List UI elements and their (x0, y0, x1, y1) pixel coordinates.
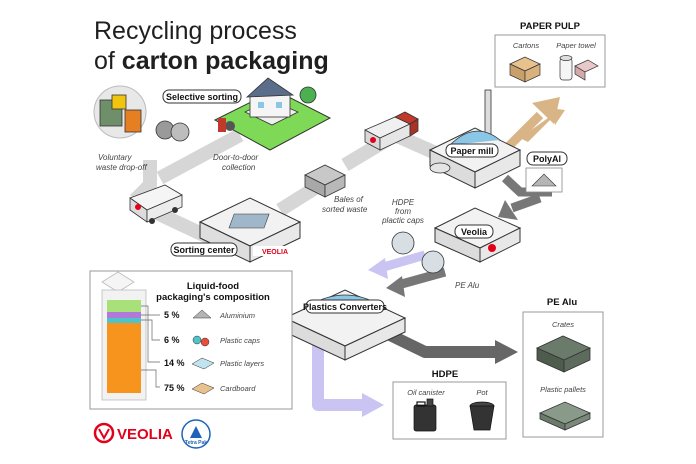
leader-plastic-layers (141, 305, 160, 363)
pe-alu-bag-icon (421, 250, 445, 274)
veolia-plant-box (454, 224, 494, 239)
door-to-door-label: Door-to-door (213, 153, 259, 162)
arrow-hdpe-to-converters-head (368, 258, 388, 279)
arrow-converters-to-pealu (387, 329, 498, 358)
composition-title-2: packaging's composition (156, 292, 270, 303)
arrow-pealu-to-converters (396, 267, 447, 290)
pallet-icon (539, 401, 591, 431)
tetra-pak-logo: Tetra Pak (181, 419, 211, 449)
veolia-plant-label: Veolia (461, 227, 488, 237)
hdpe-caps-label-1: HDPE (392, 198, 415, 207)
hdpe-bag-icon (391, 231, 415, 255)
title-line-2-prefix: of (94, 47, 122, 75)
voluntary-drop-off-label-2: waste drop-off (96, 163, 147, 172)
pe-alu-arrow-label: PE Alu (455, 281, 480, 290)
hdpe-item-pot: Pot (476, 388, 488, 397)
voluntary-drop-off-label: Voluntary (98, 153, 133, 162)
bales-label: Bales of (334, 195, 364, 204)
selective-sorting-box (162, 89, 242, 104)
veolia-logo: VEOLIA (93, 422, 173, 444)
arrow-converters-to-hdpe-head (362, 393, 384, 417)
title-line-2-bold: carton packaging (122, 47, 329, 75)
hdpe-caps-label-2: from (395, 207, 411, 216)
hdpe-item-oil-canister: Oil canister (407, 388, 445, 397)
arrow-pealu-to-converters-head (386, 276, 405, 297)
paper-pulp-title: PAPER PULP (520, 21, 581, 32)
crate-icon (536, 335, 591, 373)
plastics-converters-label: Plastics Converters (303, 302, 387, 312)
label-plastic-caps: Plastic caps (220, 336, 260, 345)
sorting-center-veolia-sign: VEOLIA (262, 249, 288, 256)
selective-sorting-label: Selective sorting (166, 92, 238, 102)
label-plastic-layers: Plastic layers (220, 359, 264, 368)
sorting-center-label: Sorting center (173, 245, 235, 255)
voluntary-drop-off-illustration (93, 85, 190, 142)
layer-aluminium (107, 312, 141, 318)
bales-label-2: sorted waste (322, 205, 368, 214)
layer-plastic-layers (107, 300, 141, 312)
polyal-label: PolyAl (533, 154, 561, 164)
paper-pulp-item-paper-towel: Paper towel (556, 41, 596, 50)
plastic-layers-icon (191, 357, 215, 370)
hdpe-caps-label-3: plactic caps (381, 216, 424, 225)
paper-mill-building (428, 89, 522, 189)
label-cardboard: Cardboard (220, 384, 256, 393)
polyal-pile (531, 173, 557, 187)
pct-cardboard: 75 % (164, 383, 185, 393)
layer-cardboard (107, 323, 141, 393)
veolia-logo-text: VEOLIA (117, 426, 173, 443)
polyal-box (526, 151, 568, 166)
plastic-caps-icon (192, 335, 210, 347)
layer-plastic-caps (107, 318, 141, 323)
cardboard-icon (191, 382, 215, 395)
sorting-center-building: VEOLIA (198, 197, 302, 263)
door-to-door-label-2: collection (222, 163, 256, 172)
title-line-2: of carton packaging (94, 47, 329, 75)
arrow-converters-to-pealu-head (495, 340, 518, 364)
composition-title-1: Liquid-food (187, 281, 239, 292)
pct-aluminium: 5 % (164, 310, 180, 320)
pe-alu-item-pallets: Plastic pallets (540, 385, 586, 394)
leader-cardboard (141, 369, 160, 388)
arrow-to-paper-pulp-shaft (501, 111, 544, 154)
pe-alu-item-crates: Crates (552, 320, 574, 329)
oil-canister-icon (413, 398, 437, 432)
paper-pulp-item-cartons: Cartons (513, 41, 540, 50)
arrow-converters-to-hdpe (312, 340, 365, 411)
cartons-icon (509, 56, 541, 83)
hdpe-title: HDPE (432, 369, 458, 380)
carton-illustration (101, 271, 147, 401)
aluminium-icon (192, 309, 212, 319)
arrow-polyal-to-veolia (510, 193, 542, 213)
transport-truck (364, 111, 419, 151)
leader-plastic-caps (141, 319, 160, 341)
pct-plastic-caps: 6 % (164, 335, 180, 345)
sorting-center-box (170, 242, 238, 257)
pct-plastic-layers: 14 % (164, 358, 185, 368)
collection-truck (129, 184, 183, 224)
paper-towel-icon (559, 55, 599, 81)
arrow-to-paper-pulp-head (532, 97, 560, 124)
pe-alu-title: PE Alu (547, 297, 577, 308)
tetra-pak-logo-text: Tetra Pak (185, 440, 207, 446)
title-line-1: Recycling process (94, 17, 297, 45)
paper-mill-box (445, 143, 499, 158)
pot-icon (469, 401, 495, 431)
label-aluminium: Aluminium (219, 311, 255, 320)
arrow-hdpe-to-converters (378, 250, 427, 273)
house-illustration (213, 77, 332, 151)
paper-mill-label: Paper mill (450, 146, 493, 156)
arrow-polyal-to-veolia-head (498, 200, 518, 220)
bales-illustration (304, 164, 346, 198)
plastics-converters-box (305, 299, 385, 314)
